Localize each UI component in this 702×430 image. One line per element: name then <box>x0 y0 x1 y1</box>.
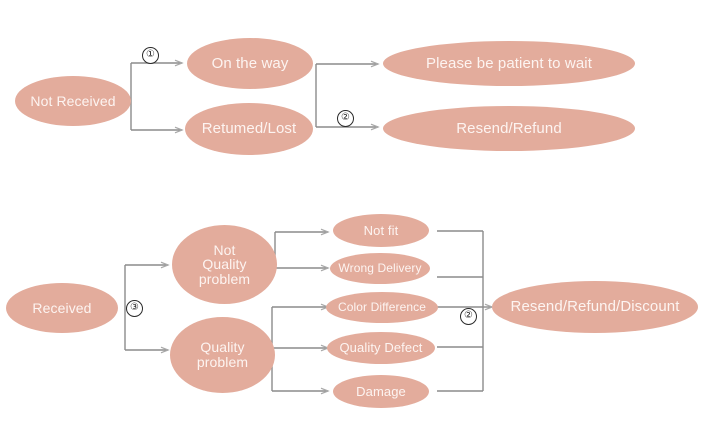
marker-step-3: ③ <box>126 300 143 317</box>
node-not-fit[interactable]: Not fit <box>333 214 429 247</box>
marker-step-2-bottom-label: ② <box>464 310 473 321</box>
wire-nonquality-split <box>274 232 328 268</box>
node-damage[interactable]: Damage <box>333 375 429 408</box>
node-not-quality-problem-line3: problem <box>198 270 251 287</box>
node-not-received-label: Not Received <box>30 92 116 109</box>
node-resend-refund-discount-label: Resend/Refund/Discount <box>510 298 680 316</box>
node-damage-label: Damage <box>356 383 406 399</box>
node-not-quality-problem-line1: Not <box>213 241 236 258</box>
node-resend-refund-label: Resend/Refund <box>456 119 562 137</box>
node-not-quality-problem[interactable]: Not Quality problem <box>172 225 277 304</box>
marker-step-3-label: ③ <box>130 302 139 313</box>
marker-step-2-top: ② <box>337 110 354 127</box>
node-quality-defect-label: Quality Defect <box>339 340 423 356</box>
wire-not-received-split <box>130 63 182 130</box>
node-returned-lost-label: Retumed/Lost <box>201 120 297 138</box>
node-not-quality-problem-line2: Quality <box>202 256 247 273</box>
marker-step-1-label: ① <box>146 49 155 60</box>
node-color-difference[interactable]: Color Difference <box>326 292 438 323</box>
node-please-be-patient-to-wait[interactable]: Please be patient to wait <box>383 41 635 86</box>
node-not-fit-label: Not fit <box>363 222 399 238</box>
node-quality-defect[interactable]: Quality Defect <box>327 332 435 364</box>
marker-step-2-top-label: ② <box>341 112 350 123</box>
node-on-the-way-label: On the way <box>211 54 289 72</box>
node-resend-refund-discount[interactable]: Resend/Refund/Discount <box>492 281 698 333</box>
node-wrong-delivery-label: Wrong Delivery <box>338 261 422 276</box>
node-not-received[interactable]: Not Received <box>15 76 131 126</box>
marker-step-1: ① <box>142 47 159 64</box>
node-on-the-way[interactable]: On the way <box>187 38 313 89</box>
node-received[interactable]: Received <box>6 283 118 333</box>
node-quality-problem-line1: Quality <box>200 339 245 356</box>
wire-quality-split <box>271 307 328 391</box>
marker-step-2-bottom: ② <box>460 308 477 325</box>
node-please-be-patient-to-wait-label: Please be patient to wait <box>426 54 592 72</box>
node-resend-refund[interactable]: Resend/Refund <box>383 106 635 151</box>
node-returned-lost[interactable]: Retumed/Lost <box>185 103 313 155</box>
node-quality-problem-line2: problem <box>196 354 249 370</box>
node-wrong-delivery[interactable]: Wrong Delivery <box>330 253 430 284</box>
node-received-label: Received <box>32 299 92 316</box>
node-quality-problem[interactable]: Quality problem <box>170 317 275 393</box>
node-color-difference-label: Color Difference <box>337 300 427 315</box>
